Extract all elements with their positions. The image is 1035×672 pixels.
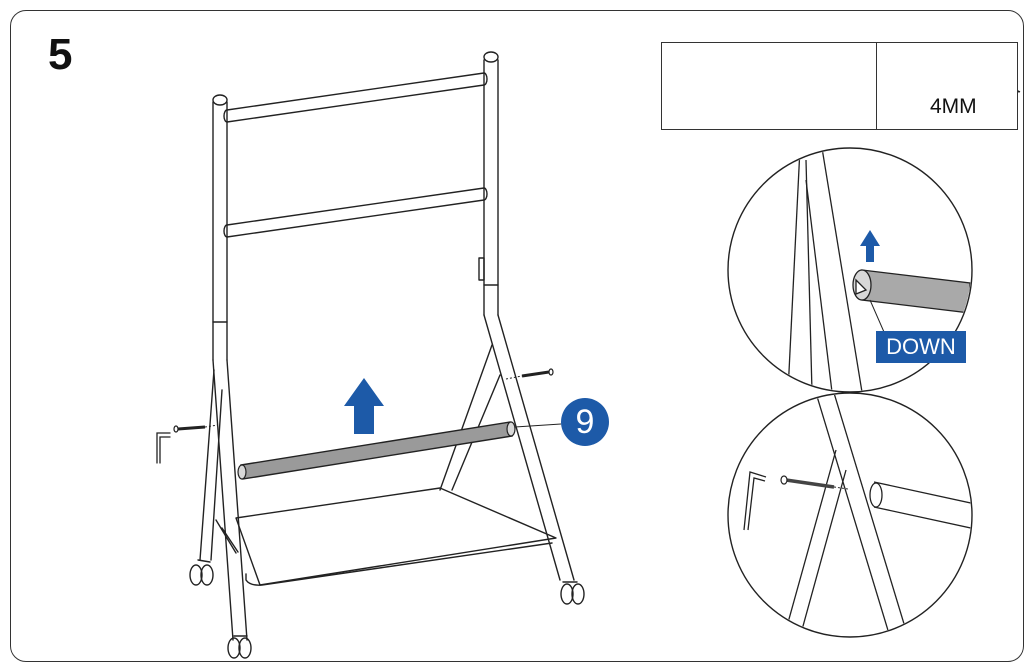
caster-left-back <box>189 559 214 586</box>
crossbar-top <box>223 72 488 123</box>
bolt-icon <box>505 368 554 380</box>
right-upright <box>439 51 575 581</box>
bolt-icon <box>173 424 219 433</box>
left-upright <box>199 94 248 641</box>
hex-key-icon <box>156 432 171 464</box>
orientation-label: DOWN <box>876 331 966 363</box>
caster-front-left <box>227 635 252 659</box>
parts-divider <box>876 43 877 129</box>
parts-box: 4MM <box>661 42 1018 130</box>
bolt-icon <box>780 475 849 490</box>
up-arrow-icon <box>344 378 384 434</box>
part-callout: 9 <box>561 398 609 446</box>
detail-circle-bottom <box>727 392 973 638</box>
crossbar-middle <box>223 187 488 238</box>
instruction-frame <box>10 10 1024 662</box>
step-number: 5 <box>48 30 73 79</box>
caster-front-right <box>560 581 585 605</box>
crossbar-part-9 <box>237 421 562 480</box>
hex-key-icon <box>743 471 767 531</box>
tool-size-label: 4MM <box>930 95 977 118</box>
up-arrow-icon <box>860 230 880 262</box>
shelf <box>215 487 557 586</box>
